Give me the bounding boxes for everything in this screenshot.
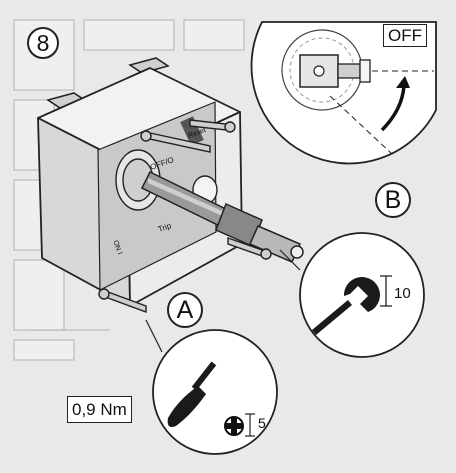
rotary-switch xyxy=(115,116,218,211)
mounting-screws xyxy=(98,119,272,314)
callout-b: B xyxy=(375,182,411,218)
screwdriver-size-label: 5 xyxy=(258,415,266,431)
torque-label: 0,9 Nm xyxy=(67,396,132,423)
step-number-badge: 8 xyxy=(27,27,59,59)
off-position-detail xyxy=(250,21,437,165)
screwdriver-detail xyxy=(152,329,278,455)
extension-shaft xyxy=(140,171,304,263)
screw-top-right xyxy=(189,119,236,133)
screw-bottom-right xyxy=(227,237,272,260)
screw-bottom-left xyxy=(98,288,147,314)
off-position-label: OFF xyxy=(383,24,427,47)
callout-a: A xyxy=(167,292,203,328)
wrench-detail xyxy=(299,232,425,358)
screw-top-left xyxy=(140,130,211,153)
wrench-size-label: 10 xyxy=(394,285,411,302)
callout-lines xyxy=(145,249,301,353)
